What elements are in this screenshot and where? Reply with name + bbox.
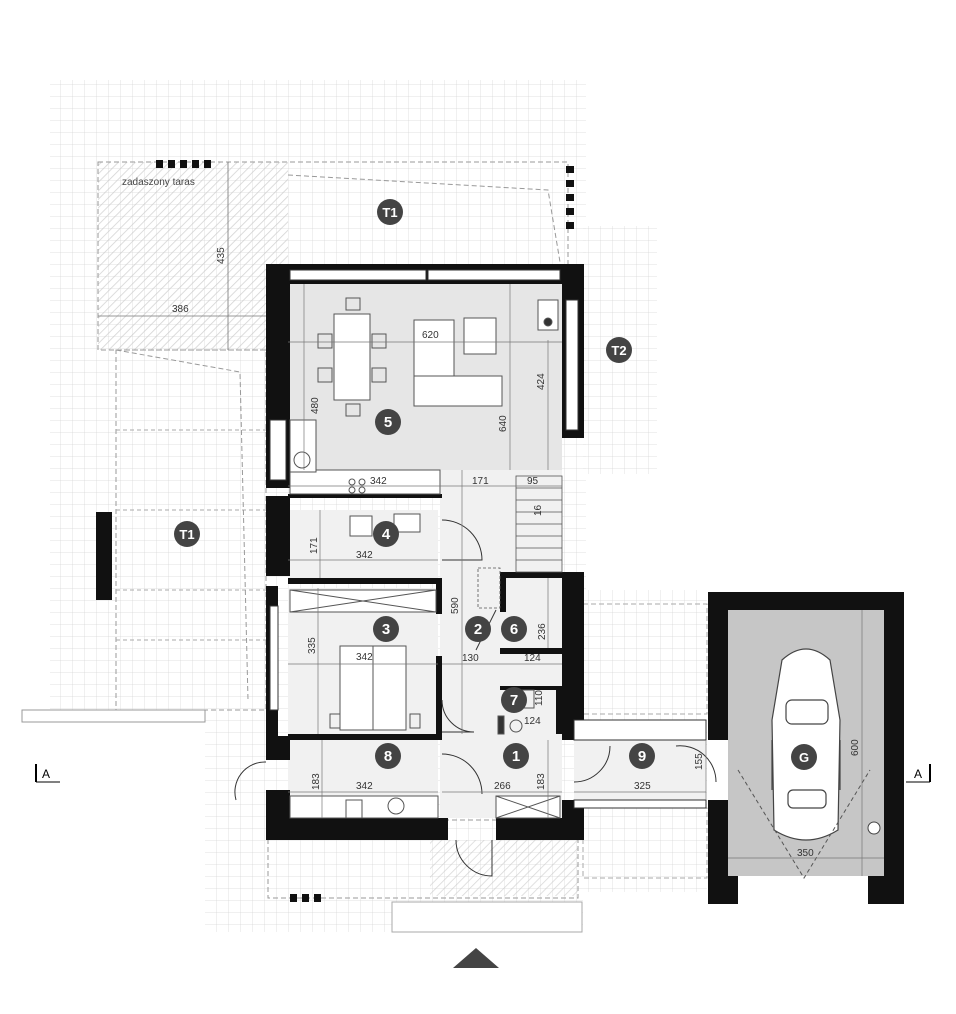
svg-text:T1: T1 <box>179 527 194 542</box>
section-marker-left: A <box>35 764 60 783</box>
room-badge-4: 4 <box>373 521 399 547</box>
dim-garage-depth: 600 <box>850 739 861 756</box>
dim-dining-depth: 480 <box>310 397 321 414</box>
dim-terrace-depth: 435 <box>216 247 227 264</box>
dim-bedroom-depth: 335 <box>307 637 318 654</box>
dim-stairs-width: 95 <box>527 476 539 487</box>
room-badge-t2: T2 <box>606 337 632 363</box>
dim-bedroom-width: 342 <box>356 652 373 663</box>
svg-text:1: 1 <box>512 748 520 765</box>
room-badge-garage: G <box>791 744 817 770</box>
section-marker-right: A <box>906 764 931 783</box>
dim-garage-width: 350 <box>797 848 814 859</box>
room-badge-t1-top: T1 <box>377 199 403 225</box>
furniture <box>289 297 561 819</box>
dim-terrace-width: 386 <box>172 304 189 315</box>
dim-closet-width: 124 <box>524 653 541 664</box>
svg-text:A: A <box>914 767 922 781</box>
room-badge-1: 1 <box>503 743 529 769</box>
garage-door-swing <box>737 769 871 879</box>
svg-text:T2: T2 <box>611 343 626 358</box>
svg-text:T1: T1 <box>382 205 397 220</box>
svg-text:9: 9 <box>638 748 646 765</box>
dim-bath-width: 342 <box>356 550 373 561</box>
doors <box>234 519 717 877</box>
dim-entry-width: 266 <box>494 781 511 792</box>
room-badge-9: 9 <box>629 743 655 769</box>
dim-living-width: 620 <box>422 330 439 341</box>
dim-hall-width: 171 <box>472 476 489 487</box>
svg-text:G: G <box>799 750 809 765</box>
room-badge-5: 5 <box>375 409 401 435</box>
dim-room8-depth: 183 <box>311 773 322 790</box>
svg-text:A: A <box>42 767 50 781</box>
svg-text:8: 8 <box>384 748 392 765</box>
room-badge-2: 2 <box>465 616 491 642</box>
dim-lounge-depth: 424 <box>536 373 547 390</box>
windows <box>269 269 707 809</box>
garage-fixture <box>867 821 881 835</box>
room-badge-8: 8 <box>375 743 401 769</box>
room-badge-6: 6 <box>501 616 527 642</box>
svg-text:2: 2 <box>474 621 482 638</box>
room-badge-t1-left: T1 <box>174 521 200 547</box>
dim-room8-width: 342 <box>356 781 373 792</box>
dim-entry-depth: 183 <box>536 773 547 790</box>
covered-terrace <box>97 161 708 933</box>
room-badge-3: 3 <box>373 616 399 642</box>
dim-closet-depth: 236 <box>537 623 548 640</box>
svg-text:6: 6 <box>510 621 518 638</box>
dim-corridor-depth: 590 <box>450 597 461 614</box>
room-badge-7: 7 <box>501 687 527 713</box>
stairs <box>477 475 563 609</box>
vent-markers <box>96 160 574 902</box>
dim-living-depth: 640 <box>498 415 509 432</box>
dim-kitchen-width: 342 <box>370 476 387 487</box>
dim-vestibule-width: 325 <box>634 781 651 792</box>
svg-text:7: 7 <box>510 692 518 709</box>
dim-hall-width-130: 130 <box>462 653 479 664</box>
svg-text:3: 3 <box>382 621 390 638</box>
dim-wc-depth: 110 <box>534 690 545 706</box>
dim-wc-width: 124 <box>524 716 541 727</box>
dimension-lines <box>288 284 884 876</box>
entrance-arrow-icon <box>453 948 499 968</box>
terrace-label: zadaszony taras <box>122 177 195 188</box>
svg-text:5: 5 <box>384 414 392 431</box>
dim-bath-depth: 171 <box>309 537 320 554</box>
dim-vestibule-depth: 155 <box>694 753 705 770</box>
room-badges: T1 T2 T1 5 4 3 2 6 7 8 1 9 G <box>174 199 817 770</box>
dim-stairs-steps: 16 <box>533 504 544 516</box>
svg-text:4: 4 <box>382 526 391 543</box>
